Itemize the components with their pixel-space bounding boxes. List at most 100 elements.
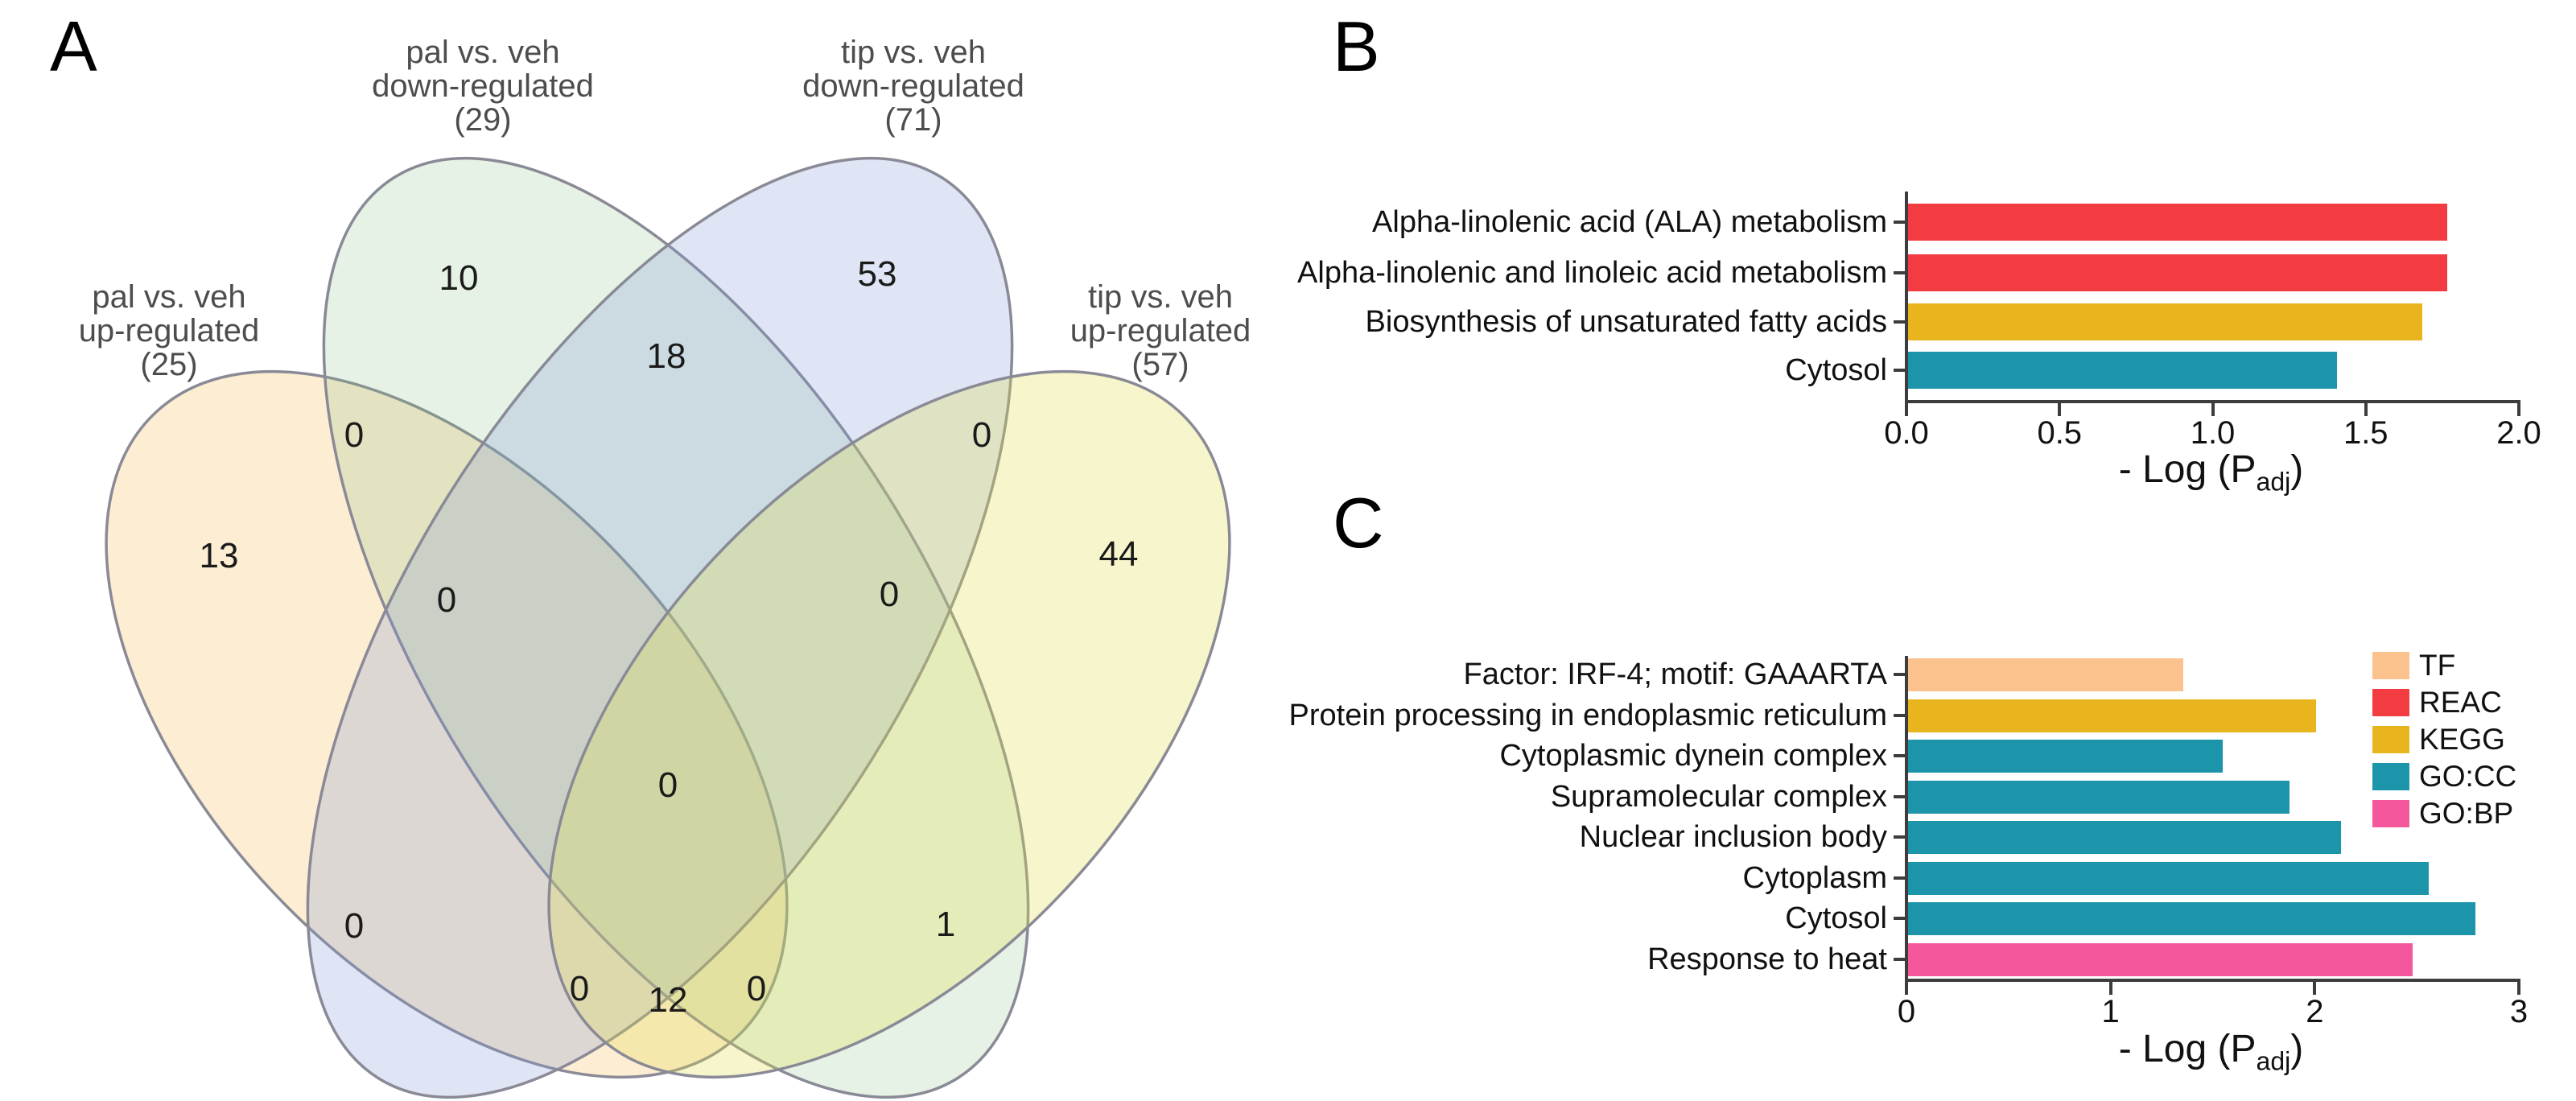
- chart-b-bar-3: [1908, 352, 2337, 389]
- chart-b-x-axis-title: - Log (Padj): [2119, 447, 2303, 497]
- chart-b-y-axis: [1905, 192, 1908, 403]
- venn-ellipse-tip-up: [547, 369, 1231, 1079]
- chart-c-category-label-7: Response to heat: [1647, 942, 1887, 976]
- chart-c-bar-7: [1908, 942, 2413, 976]
- chart-c-legend-swatch-REAC: [2372, 689, 2409, 716]
- chart-c-legend-swatch-TF: [2372, 652, 2409, 679]
- chart-b-x-tick-0: [1905, 403, 1908, 416]
- chart-b-x-tick-label-2: 1.0: [2190, 415, 2236, 451]
- venn-region-count-pal-up: 13: [200, 536, 239, 575]
- chart-b-category-label-3: Cytosol: [1785, 353, 1887, 387]
- chart-b-category-label-0: Alpha-linolenic acid (ALA) metabolism: [1372, 205, 1887, 239]
- venn-ellipse-tip-down: [306, 156, 1014, 1099]
- venn-region-count-pal-up+tip-up: 12: [649, 980, 688, 1020]
- venn-ellipse-pal-up: [105, 369, 789, 1079]
- chart-c-x-tick-1: [2108, 982, 2112, 995]
- chart-c-x-tick-label-2: 2: [2306, 994, 2324, 1029]
- chart-b-category-label-2: Biosynthesis of unsaturated fatty acids: [1365, 305, 1887, 339]
- panel-b-letter: B: [1333, 6, 1380, 86]
- venn-region-count-pal-up+pal-down+tip-down+tip-up: 0: [658, 765, 678, 805]
- chart-c-x-axis-title: - Log (Padj): [2119, 1027, 2303, 1077]
- chart-b-x-axis-title-suffix: ): [2290, 448, 2304, 491]
- chart-c-legend-label-TF: TF: [2419, 649, 2456, 682]
- venn-region-count-pal-up+pal-down: 0: [344, 415, 364, 455]
- chart-c-x-axis-title-suffix: ): [2290, 1028, 2304, 1070]
- chart-b-x-tick-label-1: 0.5: [2037, 415, 2083, 451]
- chart-c-x-tick-label-3: 3: [2509, 994, 2529, 1029]
- chart-c-legend-label-KEGG: KEGG: [2419, 723, 2505, 756]
- venn-region-count-pal-up+pal-down+tip-down: 0: [437, 580, 456, 620]
- chart-c-bar-6: [1908, 901, 2475, 935]
- chart-b-category-label-1: Alpha-linolenic and linoleic acid metabo…: [1297, 256, 1887, 290]
- chart-c-category-label-6: Cytosol: [1785, 901, 1887, 935]
- panel-a-letter: A: [50, 6, 97, 86]
- chart-c-x-axis-title-subscript: adj: [2256, 1046, 2291, 1076]
- chart-b-bar-0: [1908, 204, 2447, 241]
- chart-c-legend-swatch-KEGG: [2372, 726, 2409, 753]
- venn-region-count-pal-down+tip-down: 18: [647, 336, 686, 376]
- chart-c-bar-3: [1908, 780, 2290, 814]
- chart-b-x-tick-1: [2058, 403, 2062, 416]
- venn-region-count-pal-up+tip-down+tip-up: 0: [570, 969, 589, 1008]
- panel-c-letter: C: [1333, 483, 1384, 563]
- venn-region-count-tip-down: 53: [858, 254, 897, 294]
- chart-b-x-axis: [1905, 400, 2520, 403]
- chart-c-y-tick-6: [1894, 917, 1905, 920]
- chart-c-bar-4: [1908, 820, 2341, 854]
- chart-c-y-axis: [1905, 656, 1908, 982]
- chart-b-y-tick-3: [1894, 369, 1905, 372]
- chart-c-x-tick-2: [2313, 982, 2317, 995]
- chart-b-x-tick-label-4: 2.0: [2496, 415, 2541, 451]
- chart-b-bar-1: [1908, 254, 2447, 291]
- chart-c-y-tick-4: [1894, 835, 1905, 839]
- chart-c-bar-0: [1908, 658, 2183, 691]
- chart-c-legend-swatch-GO:BP: [2372, 800, 2409, 827]
- chart-c-category-label-0: Factor: IRF-4; motif: GAAARTA: [1463, 658, 1887, 691]
- chart-c-bar-5: [1908, 861, 2429, 895]
- chart-c-category-label-2: Cytoplasmic dynein complex: [1499, 739, 1887, 773]
- chart-c-x-tick-label-1: 1: [2101, 994, 2120, 1029]
- chart-c-y-tick-0: [1894, 673, 1905, 676]
- chart-c-legend-label-REAC: REAC: [2419, 686, 2502, 719]
- chart-c-x-axis-title-text: - Log (P: [2118, 1028, 2257, 1070]
- chart-c-category-label-1: Protein processing in endoplasmic reticu…: [1288, 699, 1887, 732]
- venn-ellipse-pal-down: [322, 156, 1030, 1099]
- chart-c-bar-2: [1908, 739, 2223, 773]
- chart-b-x-tick-label-3: 1.5: [2343, 415, 2388, 451]
- venn-region-count-pal-down+tip-up: 1: [936, 905, 955, 944]
- chart-b-y-tick-1: [1894, 271, 1905, 274]
- chart-b-x-tick-2: [2211, 403, 2215, 416]
- chart-c-y-tick-3: [1894, 795, 1905, 798]
- chart-c-y-tick-2: [1894, 754, 1905, 757]
- chart-b-x-tick-label-0: 0.0: [1884, 415, 1929, 451]
- chart-c-category-label-3: Supramolecular complex: [1550, 780, 1887, 814]
- chart-b-bar-2: [1908, 303, 2422, 340]
- venn-region-count-tip-down+tip-up: 0: [972, 415, 991, 455]
- chart-c-y-tick-1: [1894, 714, 1905, 717]
- chart-b-x-axis-title-text: - Log (P: [2118, 448, 2257, 491]
- venn-region-count-tip-up: 44: [1099, 534, 1139, 574]
- venn-region-count-pal-up+pal-down+tip-up: 0: [747, 969, 766, 1008]
- bar-chart-enrichment-c: Factor: IRF-4; motif: GAAARTA Protein pro…: [1288, 515, 2576, 1101]
- chart-c-x-tick-label-0: 0: [1897, 994, 1916, 1029]
- chart-c-legend-label-GO:BP: GO:BP: [2419, 797, 2514, 830]
- chart-c-x-tick-3: [2517, 982, 2520, 995]
- chart-c-y-tick-7: [1894, 958, 1905, 961]
- venn-region-count-pal-up+tip-down: 0: [344, 906, 364, 946]
- chart-b-y-tick-0: [1894, 221, 1905, 224]
- chart-c-bar-1: [1908, 699, 2316, 732]
- chart-c-y-tick-5: [1894, 876, 1905, 880]
- chart-b-x-tick-3: [2364, 403, 2368, 416]
- venn-region-count-pal-down: 10: [439, 258, 479, 298]
- chart-c-legend-swatch-GO:CC: [2372, 763, 2409, 790]
- chart-c-legend-label-GO:CC: GO:CC: [2419, 760, 2517, 793]
- chart-c-x-tick-0: [1905, 982, 1908, 995]
